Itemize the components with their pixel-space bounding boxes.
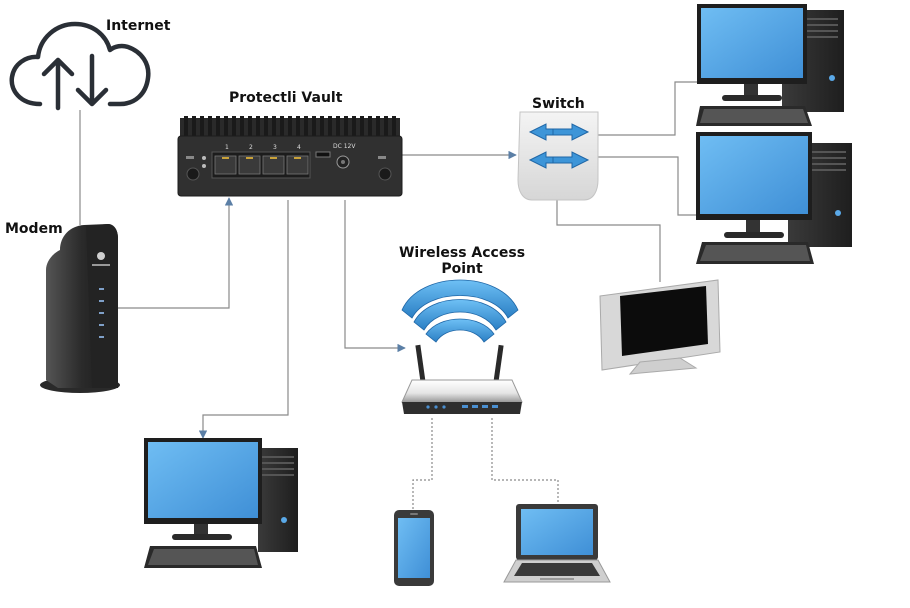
laptop-icon xyxy=(503,504,611,583)
link-wap-laptop xyxy=(491,418,559,503)
link-switch-monitor xyxy=(556,200,661,282)
desktop-computer-icon xyxy=(144,438,298,568)
label-wap-line1: Wireless Access xyxy=(398,245,526,261)
power-label: DC 12V xyxy=(333,143,356,150)
desktop-computer-icon xyxy=(696,4,844,126)
flat-screen-monitor-icon xyxy=(599,279,721,375)
port-label-4: 4 xyxy=(297,144,301,151)
link-switch-pc1 xyxy=(590,81,700,136)
port-label-2: 2 xyxy=(249,144,253,151)
cable-modem-icon xyxy=(40,224,120,393)
port-label-3: 3 xyxy=(273,144,277,151)
label-wap-line2: Point xyxy=(441,261,483,277)
label-wireless-access-point: Wireless Access Point xyxy=(392,245,532,277)
link-switch-pc2 xyxy=(590,156,700,216)
label-switch: Switch xyxy=(532,96,585,112)
link-modem-vault xyxy=(118,197,234,309)
wireless-access-point-icon xyxy=(401,279,523,414)
desktop-computer-icon xyxy=(696,132,852,264)
label-internet: Internet xyxy=(106,18,171,34)
connections xyxy=(79,81,700,510)
cloud-upload-download-icon xyxy=(9,21,151,111)
label-modem: Modem xyxy=(5,221,63,237)
link-vault-wap xyxy=(344,200,406,353)
smartphone-icon xyxy=(394,510,434,586)
port-label-1: 1 xyxy=(225,144,229,151)
link-vault-pc3 xyxy=(198,200,289,439)
protectli-vault-icon: 1 2 3 4 DC 12V xyxy=(177,116,403,197)
network-switch-icon xyxy=(517,111,599,201)
label-protectli-vault: Protectli Vault xyxy=(229,90,343,106)
link-wap-phone xyxy=(412,418,433,510)
